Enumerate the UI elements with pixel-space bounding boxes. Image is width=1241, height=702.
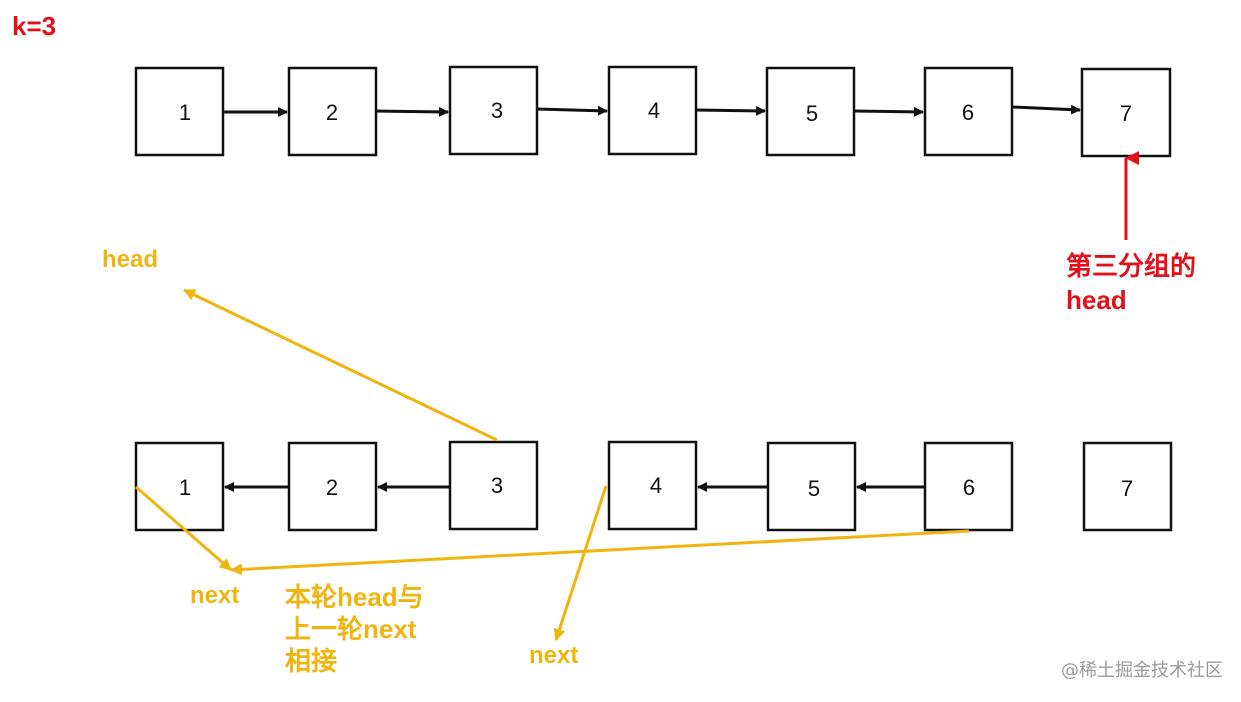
node6-to-next-arrow [230,529,970,576]
join-note-line1: 本轮head与 [285,582,424,612]
top-arrow-5-6 [853,106,924,117]
bottom-node-4: 4 [607,440,698,531]
node1-next-arrow [135,485,232,572]
watermark: @稀土掘金技术社区 [1061,660,1223,681]
bottom-node-5: 5 [766,441,857,532]
next-left-label: next [190,582,240,609]
bottom-node-5-label: 5 [808,476,820,501]
join-note-line3: 相接 [285,645,338,676]
top-node-2-label: 2 [326,100,338,125]
top-node-3: 3 [448,65,539,156]
third-group-head-label: 第三分组的 head [1066,250,1196,318]
top-arrow-4-5 [695,105,766,116]
top-node-6: 6 [923,66,1014,157]
top-node-4: 4 [607,65,698,156]
top-node-5: 5 [765,66,856,157]
bottom-node-7: 7 [1082,441,1173,532]
top-node-2: 2 [287,66,378,157]
node4-next-arrow [553,485,608,641]
top-node-1: 1 [134,66,225,157]
join-note-line2: 上一轮next [285,613,417,644]
bottom-node-6: 6 [923,441,1014,532]
next-mid-label: next [529,642,579,669]
head-pointer-arrow [183,288,498,442]
bottom-node-2: 2 [287,441,378,532]
top-node-3-label: 3 [491,98,503,123]
top-row: 1 2 3 4 5 6 7 [134,65,1172,158]
third-group-head-line2: head [1066,284,1127,315]
top-node-1-label: 1 [179,100,191,125]
bottom-node-4-label: 4 [650,473,662,498]
bottom-node-1: 1 [134,441,225,532]
top-node-7-label: 7 [1120,101,1132,126]
head-label: head [102,246,159,273]
top-node-4-label: 4 [648,98,660,123]
bottom-node-7-label: 7 [1121,476,1133,501]
bottom-node-3: 3 [448,440,539,531]
third-group-head-line1: 第三分组的 [1066,251,1197,281]
top-node-5-label: 5 [806,101,818,126]
top-arrow-6-7 [1011,104,1081,115]
bottom-node-3-label: 3 [491,473,503,498]
bottom-node-2-label: 2 [326,475,338,500]
k-label: k=3 [12,11,57,41]
bottom-node-1-label: 1 [179,475,191,500]
join-note: 本轮head与 上一轮next 相接 [285,582,424,678]
top-arrow-2-3 [375,106,449,117]
top-arrow-3-4 [536,105,608,116]
bottom-node-6-label: 6 [963,475,975,500]
bottom-row: 1 2 3 4 5 6 7 [134,440,1173,532]
top-node-6-label: 6 [962,100,974,125]
top-node-7: 7 [1080,67,1172,158]
